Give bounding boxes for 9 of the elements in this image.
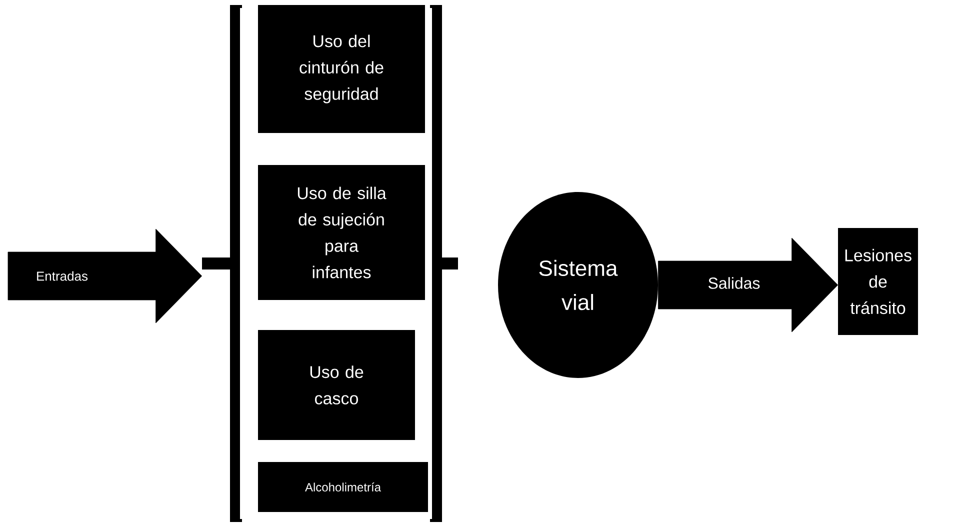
text-box: Uso de casco (258, 330, 415, 440)
edge-label: Salidas (708, 277, 760, 289)
block-arrow (8, 228, 202, 324)
edge-label: Entradas (37, 271, 88, 281)
text-box: Uso de silla de sujeción para infantes (258, 165, 425, 300)
text-box: Alcoholimetría (258, 462, 428, 512)
text-box: Uso del cinturón de seguridad (258, 5, 425, 133)
text-box: Lesiones de tránsito (838, 228, 918, 335)
block-arrow (658, 238, 838, 332)
